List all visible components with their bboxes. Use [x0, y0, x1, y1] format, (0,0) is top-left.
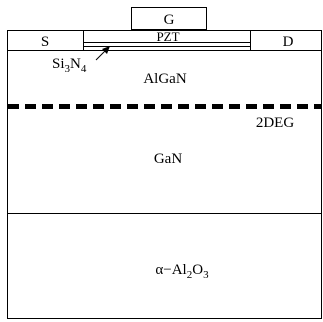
algan-label: AlGaN [143, 71, 186, 87]
twodeg-label: 2DEG [256, 115, 294, 131]
gate-label: G [164, 12, 175, 28]
gate-contact [131, 7, 207, 30]
si3n4-arrow-head [102, 46, 110, 54]
pzt-layer [83, 30, 251, 43]
substrate-label: α−Al2O3 [155, 262, 209, 281]
drain-label: D [283, 34, 294, 50]
si3n4-label: Si3N4 [52, 56, 87, 75]
device-outline [7, 50, 322, 319]
gan-label: GaN [154, 151, 182, 167]
pzt-label: PZT [156, 29, 179, 44]
source-label: S [41, 34, 49, 50]
